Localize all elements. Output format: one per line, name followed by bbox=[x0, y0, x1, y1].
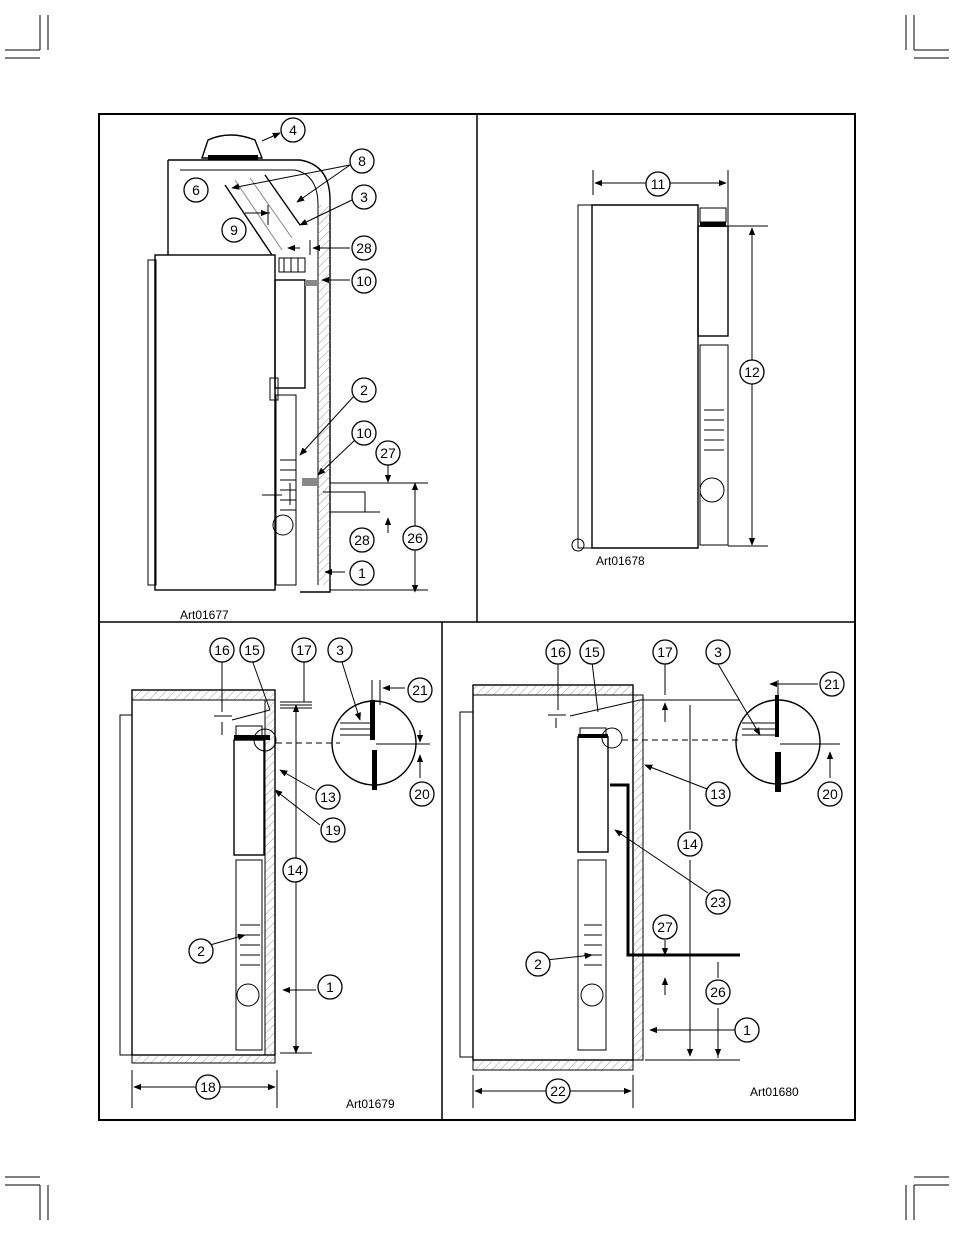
callout: 17 bbox=[652, 639, 678, 665]
callout: 18 bbox=[195, 1074, 221, 1100]
svg-text:20: 20 bbox=[414, 786, 430, 802]
svg-text:2: 2 bbox=[360, 382, 368, 398]
callout: 15 bbox=[579, 639, 605, 665]
callout: 2 bbox=[351, 377, 377, 403]
svg-text:1: 1 bbox=[326, 979, 334, 995]
callout: 16 bbox=[209, 637, 235, 663]
svg-text:17: 17 bbox=[296, 642, 312, 658]
callout: 3 bbox=[351, 184, 377, 210]
svg-text:3: 3 bbox=[714, 644, 722, 660]
callouts-top-left: 4 8 6 3 9 28 10 2 10 27 26 28 1 bbox=[183, 117, 428, 586]
callout: 3 bbox=[327, 637, 353, 663]
svg-text:27: 27 bbox=[657, 919, 673, 935]
svg-text:6: 6 bbox=[192, 182, 200, 198]
callout: 11 bbox=[645, 171, 671, 197]
svg-text:1: 1 bbox=[358, 565, 366, 581]
svg-text:28: 28 bbox=[354, 532, 370, 548]
figure-frame bbox=[98, 113, 856, 1121]
callout: 16 bbox=[545, 639, 571, 665]
svg-text:8: 8 bbox=[358, 153, 366, 169]
svg-text:1: 1 bbox=[743, 1022, 751, 1038]
svg-text:15: 15 bbox=[584, 644, 600, 660]
callout: 10 bbox=[351, 268, 377, 294]
svg-text:12: 12 bbox=[744, 364, 760, 380]
callout: 20 bbox=[817, 781, 843, 807]
callout: 23 bbox=[705, 889, 731, 915]
callout: 26 bbox=[705, 979, 731, 1005]
callout: 21 bbox=[407, 677, 433, 703]
callout: 3 bbox=[705, 639, 731, 665]
svg-text:20: 20 bbox=[822, 786, 838, 802]
wall-hatch bbox=[318, 205, 330, 585]
svg-text:2: 2 bbox=[534, 956, 542, 972]
callout: 20 bbox=[409, 781, 435, 807]
panel-top-right bbox=[571, 170, 768, 552]
callout: 4 bbox=[280, 117, 306, 143]
panel-top-left bbox=[147, 132, 428, 593]
callout: 13 bbox=[315, 784, 341, 810]
svg-text:21: 21 bbox=[412, 682, 428, 698]
art-label-01679: Art01679 bbox=[346, 1097, 395, 1111]
svg-text:11: 11 bbox=[651, 176, 666, 192]
svg-text:16: 16 bbox=[214, 642, 230, 658]
callouts-bottom-right: 16 15 17 3 21 20 13 14 23 27 2 26 1 22 bbox=[525, 639, 845, 1104]
callouts-top-right: 11 12 bbox=[645, 171, 765, 385]
callout: 19 bbox=[320, 817, 346, 843]
callout: 13 bbox=[705, 781, 731, 807]
crop-marks bbox=[5, 15, 949, 1220]
callout: 27 bbox=[375, 440, 401, 466]
callout: 8 bbox=[349, 148, 375, 174]
svg-text:17: 17 bbox=[657, 644, 673, 660]
svg-text:26: 26 bbox=[710, 984, 726, 1000]
callout: 27 bbox=[652, 914, 678, 940]
callout: 2 bbox=[525, 951, 551, 977]
callouts-bottom-left: 16 15 17 3 21 20 13 19 14 2 1 18 bbox=[188, 637, 435, 1100]
callout: 2 bbox=[188, 938, 214, 964]
callout: 1 bbox=[349, 560, 375, 586]
svg-text:14: 14 bbox=[682, 836, 698, 852]
svg-text:4: 4 bbox=[289, 122, 297, 138]
svg-text:18: 18 bbox=[200, 1079, 216, 1095]
callout: 15 bbox=[239, 637, 265, 663]
svg-text:3: 3 bbox=[336, 642, 344, 658]
callout: 26 bbox=[402, 525, 428, 551]
callout: 14 bbox=[677, 831, 703, 857]
callout: 14 bbox=[282, 857, 308, 883]
svg-text:22: 22 bbox=[550, 1083, 566, 1099]
panel-bottom-right bbox=[459, 661, 840, 1108]
callout: 22 bbox=[545, 1078, 571, 1104]
callout: 6 bbox=[183, 177, 209, 203]
svg-text:14: 14 bbox=[287, 862, 303, 878]
callout: 28 bbox=[351, 235, 377, 261]
svg-text:27: 27 bbox=[380, 445, 396, 461]
svg-text:13: 13 bbox=[320, 789, 336, 805]
callout: 1 bbox=[317, 974, 343, 1000]
callout: 17 bbox=[291, 637, 317, 663]
callout: 12 bbox=[739, 359, 765, 385]
svg-text:26: 26 bbox=[407, 530, 423, 546]
callout: 10 bbox=[351, 420, 377, 446]
svg-text:9: 9 bbox=[230, 222, 238, 238]
art-label-01677: Art01677 bbox=[180, 608, 229, 622]
svg-text:21: 21 bbox=[824, 676, 840, 692]
callout: 9 bbox=[221, 217, 247, 243]
svg-text:28: 28 bbox=[356, 240, 372, 256]
callout: 28 bbox=[349, 527, 375, 553]
svg-text:10: 10 bbox=[356, 425, 372, 441]
panel-bottom-left bbox=[119, 659, 430, 1108]
svg-text:23: 23 bbox=[710, 894, 726, 910]
svg-text:3: 3 bbox=[360, 189, 368, 205]
svg-text:16: 16 bbox=[550, 644, 566, 660]
art-label-01680: Art01680 bbox=[750, 1085, 799, 1099]
callout: 21 bbox=[819, 671, 845, 697]
svg-text:19: 19 bbox=[325, 822, 341, 838]
svg-text:10: 10 bbox=[356, 273, 372, 289]
callout: 1 bbox=[734, 1017, 760, 1043]
svg-text:13: 13 bbox=[710, 786, 726, 802]
svg-text:15: 15 bbox=[244, 642, 260, 658]
art-label-01678: Art01678 bbox=[596, 554, 645, 568]
svg-text:2: 2 bbox=[197, 943, 205, 959]
